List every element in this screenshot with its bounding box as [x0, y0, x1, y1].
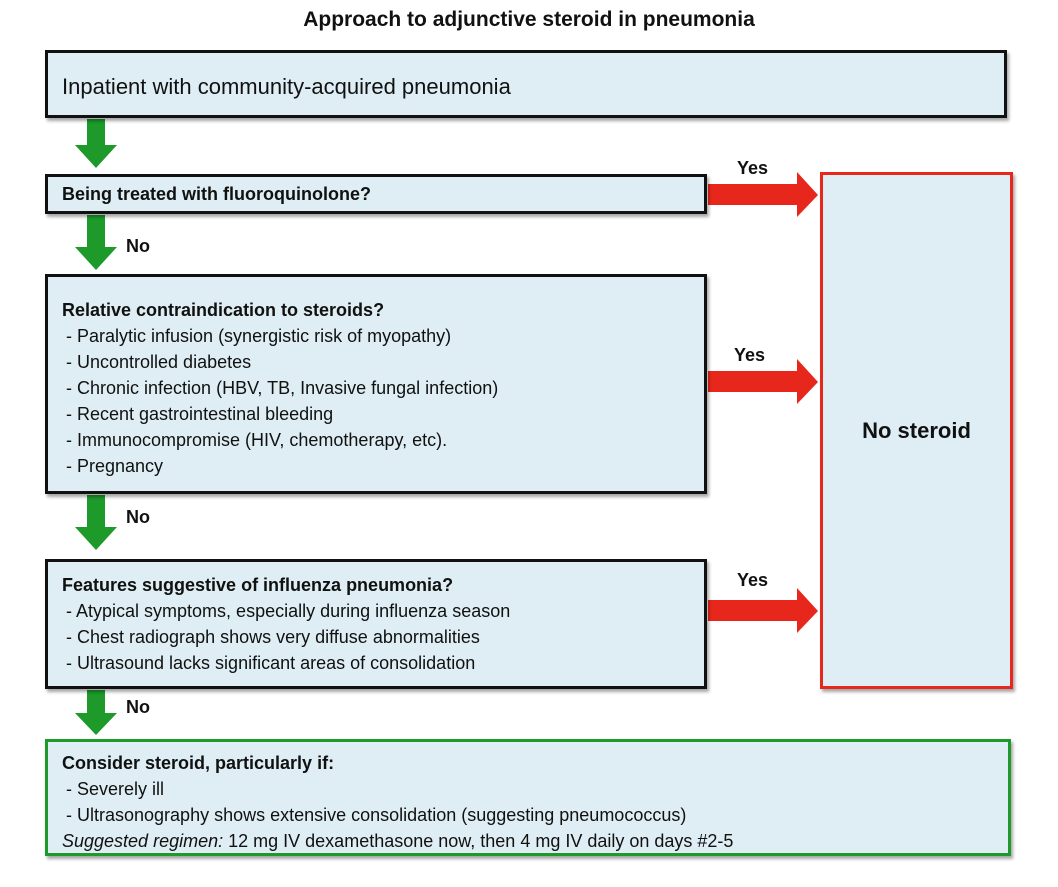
down-arrow-4 — [75, 690, 117, 735]
yes-arrow-3 — [708, 588, 818, 633]
down-arrow-3 — [75, 495, 117, 550]
list-item: Ultrasonography shows extensive consolid… — [62, 802, 1008, 828]
diagram-title: Approach to adjunctive steroid in pneumo… — [303, 8, 755, 31]
list-item: Pregnancy — [62, 453, 704, 479]
node-inpatient-text: Inpatient with community-acquired pneumo… — [62, 74, 511, 99]
list-item: Recent gastrointestinal bleeding — [62, 401, 704, 427]
regimen-line: Suggested regimen: 12 mg IV dexamethason… — [62, 828, 1008, 854]
down-arrow-1 — [75, 119, 117, 168]
edge-label-no-1: No — [126, 236, 150, 256]
yes-arrow-1 — [708, 172, 818, 217]
contraindication-list: Paralytic infusion (synergistic risk of … — [62, 323, 704, 479]
down-arrow-2 — [75, 215, 117, 270]
regimen-label: Suggested regimen: — [62, 831, 224, 851]
edge-label-no-2: No — [126, 507, 150, 527]
list-item: Atypical symptoms, especially during inf… — [62, 598, 704, 624]
list-item: Chest radiograph shows very diffuse abno… — [62, 624, 704, 650]
node-fluoroquinolone-text: Being treated with fluoroquinolone? — [62, 184, 371, 204]
list-item: Chronic infection (HBV, TB, Invasive fun… — [62, 375, 704, 401]
list-item: Ultrasound lacks significant areas of co… — [62, 650, 704, 676]
consider-list: Severely ill Ultrasonography shows exten… — [62, 776, 1008, 828]
node-inpatient: Inpatient with community-acquired pneumo… — [45, 50, 1007, 118]
node-influenza-heading: Features suggestive of influenza pneumon… — [62, 575, 454, 595]
regimen-text: 12 mg IV dexamethasone now, then 4 mg IV… — [228, 831, 734, 851]
node-fluoroquinolone: Being treated with fluoroquinolone? — [45, 174, 707, 214]
node-consider-steroid: Consider steroid, particularly if: Sever… — [45, 739, 1011, 856]
edge-label-no-3: No — [126, 697, 150, 717]
node-contraindication-heading: Relative contraindication to steroids? — [62, 300, 385, 320]
edge-label-yes-2: Yes — [734, 345, 766, 365]
node-no-steroid: No steroid — [820, 172, 1013, 689]
yes-arrow-2 — [708, 359, 818, 404]
edge-label-yes-3: Yes — [737, 570, 769, 590]
node-contraindication: Relative contraindication to steroids? P… — [45, 274, 707, 494]
node-consider-heading: Consider steroid, particularly if: — [62, 753, 335, 773]
list-item: Uncontrolled diabetes — [62, 349, 704, 375]
list-item: Paralytic infusion (synergistic risk of … — [62, 323, 704, 349]
list-item: Severely ill — [62, 776, 1008, 802]
edge-label-yes-1: Yes — [737, 158, 769, 178]
list-item: Immunocompromise (HIV, chemotherapy, etc… — [62, 427, 704, 453]
node-influenza: Features suggestive of influenza pneumon… — [45, 559, 707, 689]
influenza-list: Atypical symptoms, especially during inf… — [62, 598, 704, 676]
node-no-steroid-text: No steroid — [862, 417, 971, 443]
